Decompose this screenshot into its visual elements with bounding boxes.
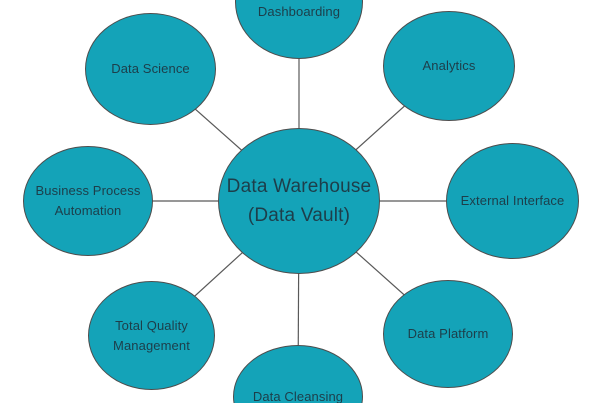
node-label-line: Total Quality	[115, 317, 188, 333]
node-label-line: Automation	[54, 203, 122, 218]
node-analytics: Analytics	[383, 11, 515, 121]
node-data-science: Data Science	[85, 13, 216, 125]
node-label-line: (Data Vault)	[247, 205, 351, 226]
node-label-line: External Interface	[460, 193, 565, 208]
node-total-quality-management: Total Quality Management	[88, 281, 215, 390]
node-label-line: Data Platform	[407, 326, 489, 341]
node-label-line: Analytics	[422, 58, 476, 73]
node-data-platform: Data Platform	[383, 280, 513, 388]
node-label-line: Management	[113, 337, 190, 353]
node-label-line: Data Science	[111, 61, 190, 76]
node-label-line: Data Warehouse	[226, 176, 372, 197]
node-data-warehouse: Data Warehouse (Data Vault)	[218, 128, 380, 274]
node-label-line: Data Cleansing	[252, 388, 344, 403]
node-label-line: Business Process	[35, 183, 141, 198]
node-business-process-automation: Business Process Automation	[23, 146, 153, 256]
node-external-interface: External Interface	[446, 143, 579, 259]
node-label-line: Dashboarding	[257, 4, 341, 19]
